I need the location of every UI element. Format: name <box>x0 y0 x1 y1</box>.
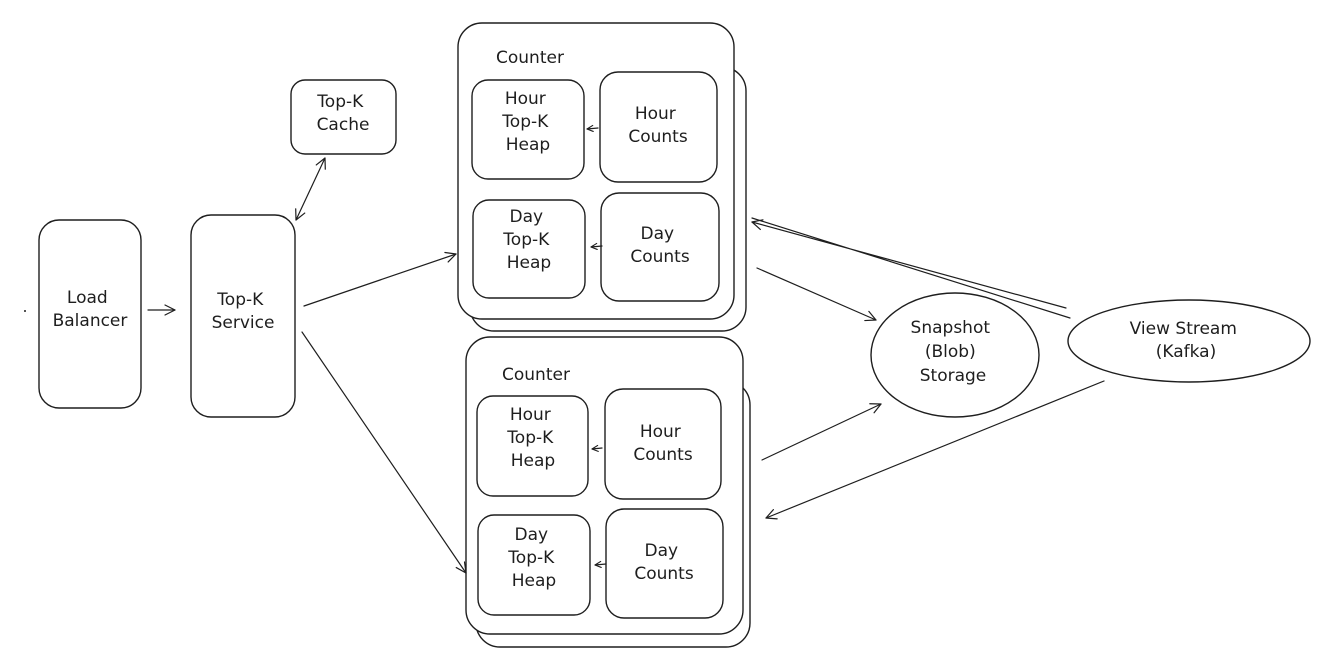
svg-text:Day Top-K Heap: Day Top-K Heap <box>507 525 559 591</box>
topk-cache-label: Top-K Cache <box>316 92 369 135</box>
topk-service-node: Top-K Service <box>190 214 296 418</box>
topk-cache-node: Top-K Cache <box>290 79 397 155</box>
svg-text:Hour Top-K Heap: Hour Top-K Heap <box>506 405 558 471</box>
day-counts-to-heap-arrow-2 <box>594 560 607 568</box>
service-to-counter-1-arrow <box>303 251 457 307</box>
svg-text:Day Counts: Day Counts <box>634 541 693 584</box>
topk-service-label: Top-K Service <box>212 290 275 333</box>
snapshot-storage-label: Snapshot (Blob) Storage <box>911 318 996 386</box>
hour-topk-heap-2 <box>476 395 589 497</box>
svg-text:Hour Counts: Hour Counts <box>633 422 692 465</box>
service-cache-arrow <box>295 157 326 221</box>
counter-group-1: Counter Hour Top-K Heap Hour Counts Day … <box>457 22 747 332</box>
day-topk-heap-1 <box>472 199 586 299</box>
snapshot-storage-node: Snapshot (Blob) Storage <box>870 292 1040 418</box>
load-balancer-label: Load Balancer <box>53 288 128 331</box>
day-counts-1 <box>600 192 720 302</box>
counter-title-2: Counter <box>502 365 570 385</box>
stray-dot <box>24 310 26 312</box>
svg-text:Hour Top-K Heap: Hour Top-K Heap <box>501 89 553 155</box>
view-stream-to-counter-2-arrow <box>765 380 1105 520</box>
view-stream-node: View Stream (Kafka) <box>1067 299 1311 383</box>
service-to-counter-2-arrow <box>301 331 467 574</box>
hour-counts-1 <box>599 71 718 183</box>
view-stream-to-counter-1-arrow <box>752 218 1071 319</box>
day-topk-heap-2 <box>477 514 591 616</box>
hour-counts-2 <box>604 388 722 500</box>
view-stream-label: View Stream (Kafka) <box>1130 319 1243 362</box>
counter-1-to-snapshot-arrow <box>756 267 877 322</box>
day-counts-to-heap-arrow-1 <box>590 242 603 250</box>
hour-counts-to-heap-arrow-1 <box>586 124 599 132</box>
hour-counts-to-heap-arrow-2 <box>591 444 603 452</box>
hour-topk-heap-1 <box>471 79 585 180</box>
svg-text:Day Counts: Day Counts <box>630 224 689 267</box>
svg-text:Hour Counts: Hour Counts <box>628 104 687 147</box>
counter-group-2: Counter Hour Top-K Heap Hour Counts Day … <box>465 336 751 648</box>
counter-title-1: Counter <box>496 48 564 68</box>
svg-text:Day Top-K Heap: Day Top-K Heap <box>502 207 554 273</box>
counter-2-to-snapshot-arrow <box>761 403 882 461</box>
load-balancer-node: Load Balancer <box>38 219 142 409</box>
